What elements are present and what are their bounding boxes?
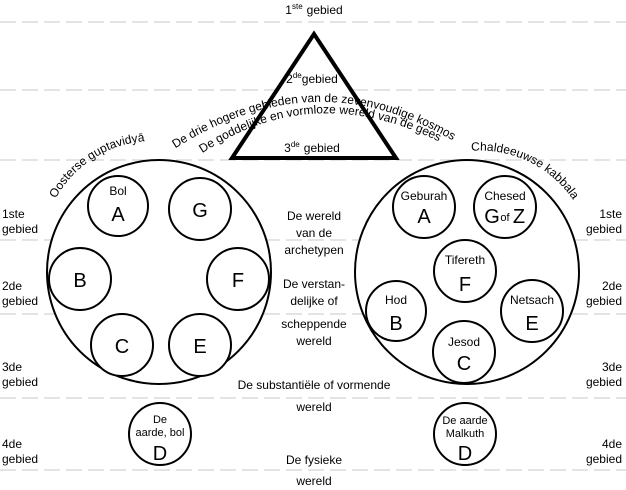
svg-text:gebied: gebied — [586, 294, 622, 308]
first-plane-label: 1ste1stegebied — [285, 2, 342, 17]
svg-text:gebied: gebied — [586, 452, 622, 466]
sephira-malkuth: De aarde Malkuth D — [433, 402, 497, 466]
sphere-letter: F — [459, 274, 471, 296]
svg-text:van de: van de — [296, 226, 332, 240]
svg-text:gebied: gebied — [2, 375, 38, 389]
sphere-letter: E — [193, 336, 206, 358]
sephira-name: Chesed — [484, 189, 525, 203]
svg-text:De wereld: De wereld — [287, 209, 341, 223]
sphere-or-label: of — [500, 212, 510, 224]
sphere-letter: E — [525, 313, 538, 335]
sphere-caption: aarde, bol — [136, 427, 185, 439]
svg-text:wereld: wereld — [295, 334, 331, 348]
vormende-text: De substantiële of vormende wereld — [238, 378, 391, 414]
left-sphere-f: F — [206, 247, 270, 311]
svg-text:gebied: gebied — [2, 222, 38, 236]
sephira-hod: Hod B — [365, 280, 427, 342]
svg-text:De substantiële of vormende: De substantiële of vormende — [238, 378, 391, 392]
svg-text:delijke of: delijke of — [290, 294, 338, 308]
sphere-letter: F — [232, 270, 244, 292]
sephira-geburah: Geburah A — [392, 175, 456, 239]
svg-text:wereld: wereld — [295, 400, 331, 414]
sphere-letter: A — [417, 206, 431, 228]
bol-label: Bol — [109, 184, 126, 198]
right-plane-labels: 1ste gebied 2de gebied 3de gebied 4de ge… — [586, 207, 622, 466]
left-plane-labels: 1ste gebied 2de gebied 3de gebied 4de ge… — [2, 207, 38, 466]
sephira-tifereth: Tifereth F — [433, 239, 497, 303]
sphere-caption: De — [153, 414, 167, 426]
sphere-letter: D — [458, 443, 472, 465]
sephira-name: Tifereth — [445, 253, 485, 267]
sphere-letter: Z — [513, 206, 525, 228]
sphere-letter: D — [153, 443, 167, 465]
archetypen-text: De wereld van de archetypen — [284, 209, 343, 257]
left-sphere-g: G — [168, 177, 232, 241]
svg-text:1ste: 1ste — [2, 207, 25, 221]
svg-text:4de: 4de — [2, 437, 22, 451]
svg-text:De fysieke: De fysieke — [286, 453, 342, 467]
svg-text:wereld: wereld — [295, 474, 331, 488]
left-sphere-c: C — [90, 313, 154, 377]
sphere-letter: G — [192, 200, 208, 222]
sephira-name: Netsach — [510, 293, 554, 307]
fysieke-text: De fysieke wereld — [286, 453, 342, 488]
left-sphere-b: B — [48, 247, 112, 311]
sephira-name: Jesod — [448, 335, 480, 349]
svg-text:gebied: gebied — [586, 222, 622, 236]
svg-text:De verstan-: De verstan- — [283, 277, 345, 291]
svg-text:3de: 3de — [2, 360, 22, 374]
sephira-jesod: Jesod C — [432, 320, 496, 384]
left-sphere-d: De aarde, bol D — [128, 402, 192, 466]
sphere-letter: G — [484, 206, 500, 228]
sphere-letter: A — [111, 204, 125, 226]
svg-text:archetypen: archetypen — [284, 243, 343, 257]
sephira-name: Hod — [385, 293, 407, 307]
svg-text:3de: 3de — [602, 360, 622, 374]
sephira-netsach: Netsach E — [500, 279, 564, 343]
sphere-caption: De aarde — [442, 415, 487, 427]
left-sphere-e: E — [168, 313, 232, 377]
svg-text:2de: 2de — [2, 279, 22, 293]
svg-text:4de: 4de — [602, 437, 622, 451]
svg-text:2de: 2de — [602, 279, 622, 293]
sphere-letter: C — [457, 353, 471, 375]
sephira-chesed: Chesed G of Z — [473, 175, 537, 239]
svg-text:gebied: gebied — [2, 294, 38, 308]
sphere-letter: B — [389, 313, 402, 335]
left-sphere-a: Bol A — [87, 175, 149, 237]
svg-text:gebied: gebied — [586, 375, 622, 389]
sphere-caption: Malkuth — [446, 428, 485, 440]
sephira-name: Geburah — [401, 189, 448, 203]
second-plane-label: 2degebied — [286, 71, 338, 86]
svg-text:1ste: 1ste — [599, 207, 622, 221]
sphere-letter: C — [115, 336, 129, 358]
scheppende-text: De verstan- delijke of scheppende wereld — [281, 277, 347, 348]
svg-text:gebied: gebied — [2, 452, 38, 466]
upper-triad-triangle — [228, 30, 400, 160]
sphere-letter: B — [73, 270, 86, 292]
svg-text:scheppende: scheppende — [281, 317, 347, 331]
